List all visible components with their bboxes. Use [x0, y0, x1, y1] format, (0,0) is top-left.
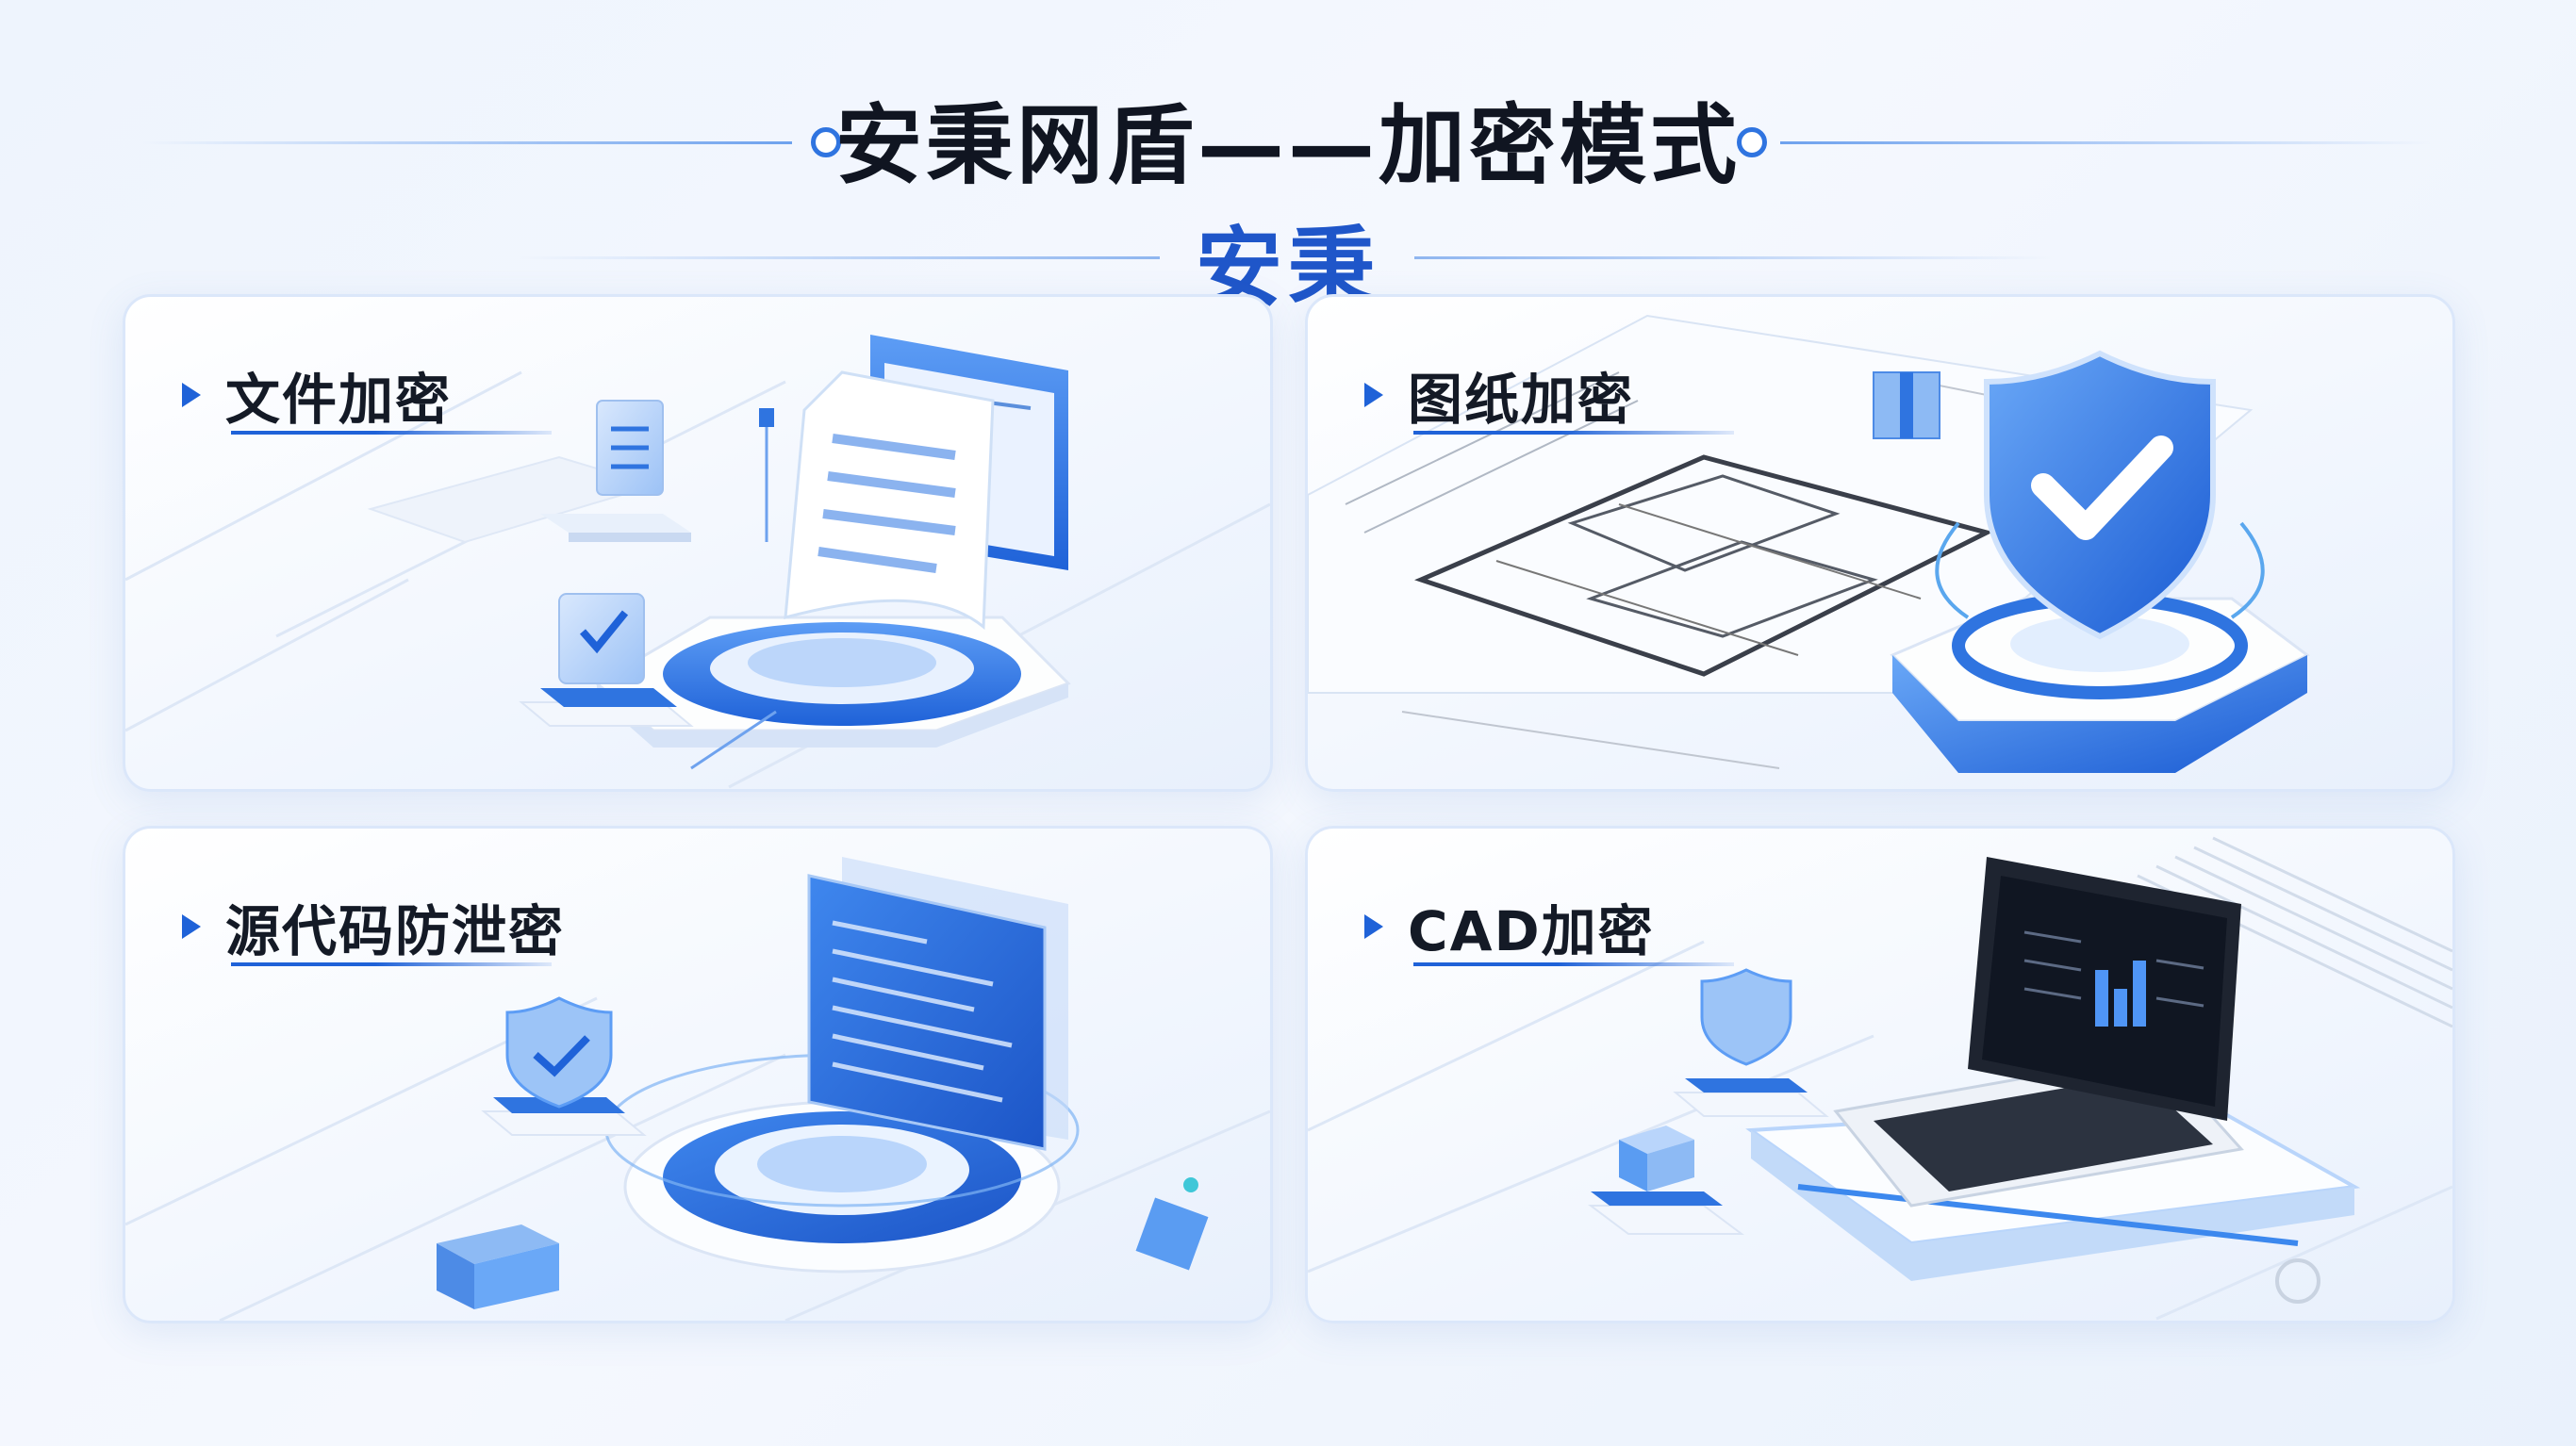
cad-encryption-illustration: [1308, 836, 2452, 1321]
document-icon: [784, 370, 995, 631]
play-arrow-icon: [182, 383, 201, 407]
page-title: 安秉网盾——加密模式: [834, 95, 1741, 196]
title-left-line: [141, 141, 792, 144]
shield-icon: [481, 996, 647, 1136]
title-right-dot: [1737, 127, 1767, 157]
card-title-underline: [1413, 431, 1734, 435]
card-label: CAD加密: [1364, 887, 1655, 966]
card-title: 文件加密: [225, 368, 453, 432]
main-platform: [594, 616, 1071, 748]
play-arrow-icon: [182, 914, 201, 939]
shield-icon: [1673, 968, 1829, 1117]
play-arrow-icon: [1364, 914, 1383, 939]
source-code-illustration: [125, 857, 1270, 1321]
card-title: 源代码防泄密: [225, 899, 566, 963]
card-file-encryption[interactable]: 文件加密: [123, 294, 1273, 792]
file-encryption-illustration: [125, 335, 1270, 789]
subtitle-left-line: [519, 256, 1160, 259]
card-label: 源代码防泄密: [182, 887, 565, 966]
cube-icon: [1588, 1126, 1744, 1235]
card-source-code-protection[interactable]: 源代码防泄密: [123, 826, 1273, 1323]
card-label: 图纸加密: [1364, 355, 1634, 435]
laptop-icon: [1833, 857, 2244, 1208]
code-screen-icon: [807, 857, 1068, 1151]
cube-icon: [437, 1224, 559, 1309]
card-title-underline: [1413, 962, 1734, 966]
subtitle-right-line: [1414, 256, 2056, 259]
package-icon: [1873, 371, 1940, 439]
folder-check-icon: [519, 593, 694, 727]
drawing-encryption-illustration: [1308, 314, 2310, 773]
card-title: CAD加密: [1408, 899, 1655, 963]
card-drawing-encryption[interactable]: 图纸加密: [1305, 294, 2455, 792]
title-right-line: [1780, 141, 2431, 144]
ring-platform: [604, 1053, 1080, 1273]
card-cad-encryption[interactable]: CAD加密: [1305, 826, 2455, 1323]
shield-platform: [1890, 592, 2310, 773]
small-doc-icon: [540, 400, 691, 542]
play-arrow-icon: [1364, 383, 1383, 407]
card-label: 文件加密: [182, 355, 452, 435]
title-left-dot: [811, 127, 841, 157]
header: 安秉网盾——加密模式: [0, 90, 2576, 203]
card-title-underline: [231, 431, 552, 435]
card-title-underline: [231, 962, 552, 966]
shield-check-icon: [1984, 350, 2216, 640]
card-title: 图纸加密: [1408, 368, 1635, 432]
